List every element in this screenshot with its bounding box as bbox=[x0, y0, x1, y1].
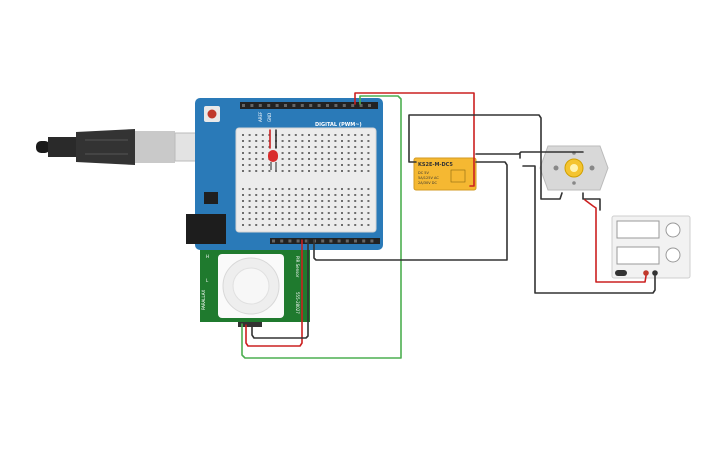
arduino-board: AREF GND DIGITAL (PWM~) bbox=[186, 98, 383, 250]
relay: KS2E-M-DC5 DC 5V 5A/125V AC 2A/30V DC bbox=[413, 157, 477, 191]
led-icon bbox=[268, 150, 278, 170]
ps-positive-terminal bbox=[643, 270, 649, 276]
pir-side-text: PIR Sensor bbox=[295, 256, 300, 278]
relay-spec-1: DC 5V bbox=[418, 171, 429, 175]
top-pin-labels: AREF GND bbox=[258, 111, 272, 122]
aref-label: AREF bbox=[258, 111, 263, 122]
dc-jack bbox=[186, 214, 226, 244]
digital-header-label: DIGITAL (PWM~) bbox=[315, 122, 362, 128]
pir-mark-h: H bbox=[206, 254, 209, 259]
power-supply-icon bbox=[611, 215, 691, 279]
dc-motor-icon bbox=[539, 145, 609, 191]
pir-mark-l: L bbox=[206, 278, 209, 283]
ps-negative-terminal bbox=[652, 270, 658, 276]
mini-breadboard bbox=[235, 127, 377, 233]
relay-model: KS2E-M-DC5 bbox=[418, 162, 453, 168]
pir-brand: PARALLAX bbox=[201, 289, 206, 310]
relay-spec-2: 5A/125V AC bbox=[418, 176, 439, 180]
pir-sensor: H L PARALLAX PIR Sensor 555-28027 bbox=[200, 250, 310, 327]
gnd-label: GND bbox=[267, 113, 272, 122]
wires bbox=[241, 92, 656, 359]
usb-cable-icon bbox=[36, 129, 198, 165]
ps-switch[interactable] bbox=[615, 270, 627, 276]
relay-spec-3: 2A/30V DC bbox=[418, 181, 437, 185]
pir-side-text2: 555-28027 bbox=[295, 292, 300, 314]
